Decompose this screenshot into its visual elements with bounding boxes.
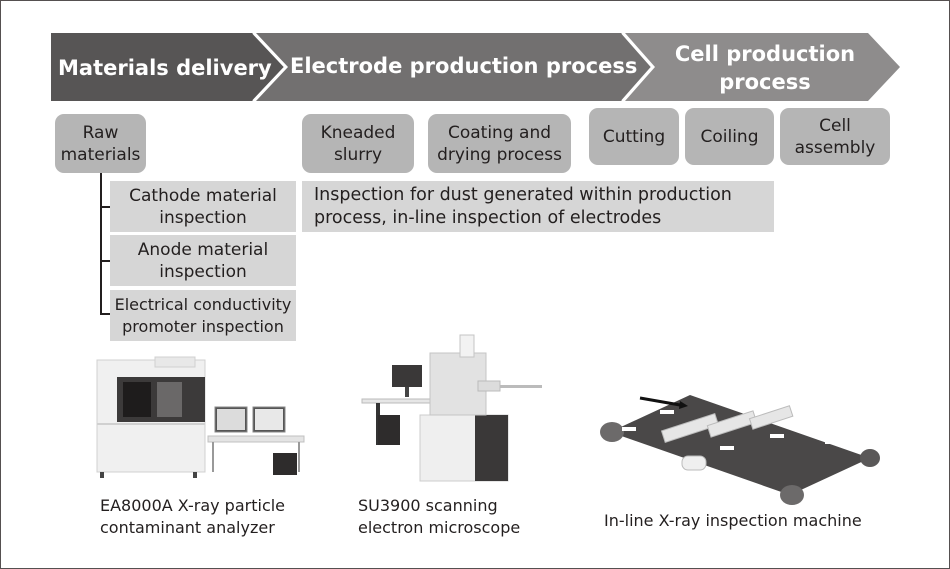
caption-su3900: SU3900 scanning electron microscope [358,495,520,539]
stage-label-cell-production-line1: Cell production [674,42,856,66]
tree-connector-vertical [100,173,102,314]
inspection-production-line1: Inspection for dust generated within pro… [314,184,732,205]
step-coiling: Coiling [685,108,774,165]
step-coating-drying-line2: drying process [437,144,562,165]
stage-label-electrode-production: Electrode production process [290,54,638,78]
stage-arrow-materials-delivery [51,33,285,101]
inspection-conductivity-line2: promoter inspection [122,316,284,336]
caption-inline-xray: In-line X-ray inspection machine [604,510,862,532]
inspection-conductivity-promoter: Electrical conductivity promoter inspect… [110,290,296,341]
stage-label-materials-delivery: Materials delivery [58,56,272,80]
tree-connector-cathode [100,206,110,208]
inspection-production-line2: process, in-line inspection of electrode… [314,207,662,228]
step-kneaded-slurry: Kneaded slurry [302,114,414,173]
inspection-anode-line2: inspection [159,261,247,282]
step-coating-drying-line1: Coating and [447,122,552,143]
caption-ea8000a-line2: contaminant analyzer [100,518,275,537]
caption-su3900-line2: electron microscope [358,518,521,537]
caption-ea8000a-line1: EA8000A X-ray particle [100,496,286,515]
stage-arrow-electrode-production [256,33,652,101]
stage-arrow-cell-production [625,33,900,101]
step-cell-assembly: Cell assembly [780,108,890,165]
step-coiling-label: Coiling [700,126,759,147]
tree-connector-conductivity [100,313,110,315]
inline-xray-machine-image [600,395,880,505]
step-cutting: Cutting [589,108,679,165]
step-cell-assembly-line1: Cell [819,115,851,136]
step-raw-materials: Raw materials [55,114,146,173]
step-raw-materials-line2: materials [60,144,141,165]
process-arrow-band [51,32,900,102]
stage-label-cell-production-line2: process [719,70,811,94]
su3900-microscope-image [361,334,542,482]
inspection-anode-material: Anode material inspection [110,235,296,286]
step-kneaded-slurry-line2: slurry [333,144,383,165]
step-coating-drying: Coating and drying process [428,114,571,173]
step-kneaded-slurry-line1: Kneaded [320,122,396,143]
inspection-cathode-material: Cathode material inspection [110,181,296,232]
step-cutting-label: Cutting [602,126,666,147]
caption-inline-xray-line1: In-line X-ray inspection machine [604,511,862,530]
inspection-anode-line1: Anode material [137,239,269,260]
tree-connector-anode [100,260,110,262]
inspection-conductivity-line1: Electrical conductivity [114,294,292,314]
inspection-cathode-line1: Cathode material [129,185,277,206]
caption-su3900-line1: SU3900 scanning [358,496,498,515]
ea8000a-analyzer-image [96,356,305,478]
inspection-production-process: Inspection for dust generated within pro… [302,181,774,232]
step-cell-assembly-line2: assembly [794,137,876,158]
inspection-cathode-line2: inspection [159,207,247,228]
step-raw-materials-line1: Raw [82,122,119,143]
caption-ea8000a: EA8000A X-ray particle contaminant analy… [100,495,285,539]
